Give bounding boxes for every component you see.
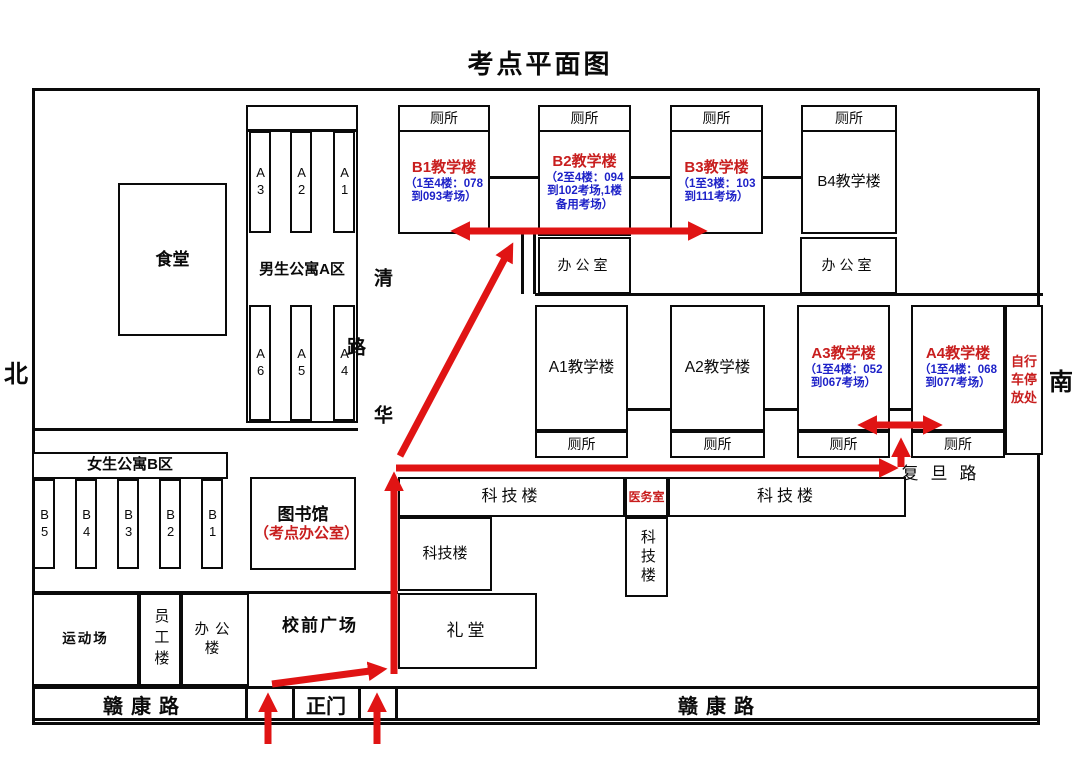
building-canteen: 食堂: [118, 183, 227, 336]
male-dorm-divider-line: [246, 129, 358, 132]
canteen-label: 食堂: [155, 249, 190, 269]
corridor-divider-line: [490, 176, 538, 179]
b2-name: B2教学楼: [552, 152, 617, 170]
science-building-south: 科技楼: [398, 517, 492, 591]
toilet-above-b1: 厕所: [398, 105, 490, 133]
office-under-b2: 办公室: [538, 237, 631, 294]
road-label-qinghua: 清华路: [344, 268, 392, 542]
building-a4: A4教学楼 （1至4楼：068到077考场）: [911, 305, 1005, 431]
building-b4: B4教学楼: [801, 130, 897, 234]
road-divider-line: [395, 686, 398, 721]
road-label-fudan: 复旦路: [901, 463, 989, 483]
compass-south-label: 南: [1049, 368, 1073, 396]
b2-rooms: （2至4楼：094到102考场,1楼备用考场）: [545, 171, 624, 212]
building-a1: A1教学楼: [535, 305, 628, 431]
female-dorm-unit-b4: B4: [75, 479, 97, 569]
corridor-divider-line: [765, 408, 797, 411]
science-building-west: 科技楼: [398, 477, 625, 517]
a3-name: A3教学楼: [811, 344, 876, 362]
b3-rooms: （1至3楼：103到111考场）: [677, 177, 756, 204]
toilet-above-b2: 厕所: [538, 105, 631, 133]
b1-rooms: （1至4楼：078到093考场）: [405, 177, 483, 204]
road-label-gankang-east: 赣康路: [678, 695, 762, 718]
corridor-divider-line: [631, 176, 670, 179]
corridor-divider-line: [628, 408, 670, 411]
front-square-label: 校前广场: [282, 615, 358, 635]
toilet-above-b3: 厕所: [670, 105, 763, 133]
b4-name: B4教学楼: [817, 172, 881, 190]
a4-rooms: （1至4楼：068到077考场）: [919, 363, 997, 390]
gate-wall-line: [358, 686, 361, 721]
science-building-tower: 科技楼: [625, 517, 668, 597]
female-dorm-unit-b3: B3: [117, 479, 139, 569]
row-top-line: [32, 591, 398, 594]
science-building-east: 科技楼: [668, 477, 906, 517]
building-b1: B1教学楼 （1至4楼：078到093考场）: [398, 130, 490, 234]
stair-line: [521, 232, 524, 294]
male-dorm-unit-a5: A5: [290, 305, 312, 421]
female-dorm-header: 女生公寓B区: [32, 452, 228, 479]
b3-name: B3教学楼: [684, 158, 749, 176]
toilet-below-a3: 厕所: [797, 431, 890, 458]
building-b3: B3教学楼 （1至3楼：103到111考场）: [670, 130, 763, 234]
gate-wall-line: [292, 686, 295, 721]
toilet-above-b4: 厕所: [801, 105, 897, 133]
library-label: 图书馆: [277, 504, 329, 524]
compass-north-label: 北: [4, 360, 28, 388]
a3-rooms: （1至4楼：052到067考场）: [804, 363, 883, 390]
male-dorm-unit-a6: A6: [249, 305, 271, 421]
female-dorm-unit-b1: B1: [201, 479, 223, 569]
building-auditorium: 礼堂: [398, 593, 537, 669]
male-dorm-unit-a4: A4: [333, 305, 355, 421]
building-a2: A2教学楼: [670, 305, 765, 431]
a4-name: A4教学楼: [925, 344, 991, 362]
female-dorm-unit-b5: B5: [33, 479, 55, 569]
female-dorm-unit-b2: B2: [159, 479, 181, 569]
toilet-below-a2: 厕所: [670, 431, 765, 458]
a-band-top-line: [535, 293, 1043, 296]
admin-building: 办公楼: [181, 593, 249, 686]
library-note: （考点办公室）: [254, 524, 360, 542]
road-label-gankang-west: 赣康路: [103, 695, 187, 718]
building-b2: B2教学楼 （2至4楼：094到102考场,1楼备用考场）: [538, 130, 631, 236]
male-dorm-unit-a3: A3: [249, 131, 271, 233]
toilet-below-a1: 厕所: [535, 431, 628, 458]
bike-parking-area: 自行车停放处: [1005, 305, 1043, 455]
sports-ground: 运动场: [32, 593, 139, 686]
corridor-divider-line: [763, 176, 801, 179]
main-gate-label: 正门: [306, 695, 346, 718]
map-title: 考点平面图: [467, 48, 613, 79]
toilet-below-a4: 厕所: [911, 431, 1005, 458]
street-line: [32, 428, 358, 431]
male-dorm-unit-a2: A2: [290, 131, 312, 233]
building-a3: A3教学楼 （1至4楼：052到067考场）: [797, 305, 890, 431]
medical-room: 医务室: [625, 477, 668, 517]
building-library: 图书馆 （考点办公室）: [250, 477, 360, 570]
office-under-b4: 办公室: [800, 237, 897, 294]
staff-building: 员工楼: [139, 593, 181, 686]
corridor-divider-line: [890, 408, 911, 411]
b1-name: B1教学楼: [411, 158, 477, 176]
stair-line: [533, 232, 536, 294]
road-divider-line: [245, 686, 248, 721]
male-dorm-unit-a1: A1: [333, 131, 355, 233]
road-line: [32, 718, 1040, 721]
road-line: [32, 686, 1040, 689]
male-dorm-label: 男生公寓A区: [259, 260, 345, 278]
